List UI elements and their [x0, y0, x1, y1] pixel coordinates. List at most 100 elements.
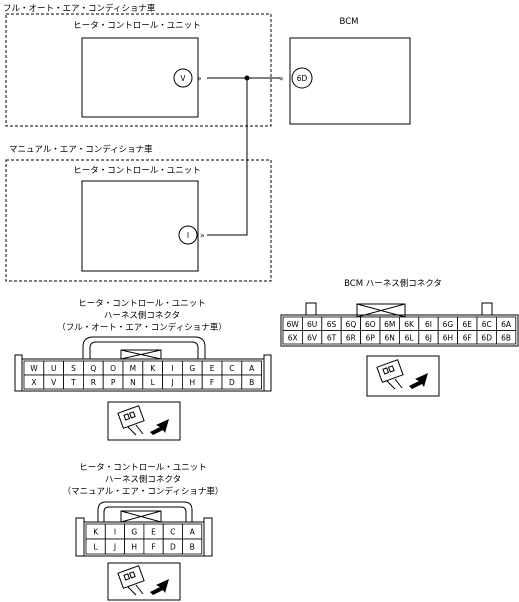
bcm-connector-viewbox: [366, 355, 440, 397]
manual-connector-title-line3: （マニュアル・エア・コンディショナ車）: [63, 486, 224, 497]
section-label-manual: マニュアル・エア・コンディショナ車: [9, 144, 153, 155]
heater-unit-full-box: [81, 37, 199, 118]
full_connector-pin-label: G: [189, 364, 195, 373]
heater-unit-manual-label: ヒータ・コントロール・ユニット: [73, 166, 201, 176]
full_connector-pin-label: H: [189, 378, 195, 387]
manual-connector-title: ヒータ・コントロール・ユニット ハーネス側コネクタ （マニュアル・エア・コンディ…: [63, 463, 224, 497]
bcm_connector-pin-label: 6U: [307, 320, 317, 329]
connector-view-icon-bcm: [376, 359, 428, 390]
manual_connector-pin-label: F: [151, 543, 155, 552]
full-connector-latch: [82, 336, 206, 359]
manual_connector-pin-label: A: [190, 528, 196, 537]
bcm_connector-pin-label: 6A: [501, 320, 512, 329]
bcm_connector-pin-label: 6B: [501, 333, 511, 342]
section-frame-manual: [5, 159, 272, 282]
bcm_connector-pin-label: 6P: [366, 333, 376, 342]
bcm_connector-pin-label: 6M: [384, 320, 395, 329]
manual-connector-latch-inner: [103, 506, 187, 522]
bcm-connector-tab-left: [305, 302, 317, 316]
terminal-v-label: V: [180, 74, 186, 83]
full_connector-pin-label: P: [111, 378, 116, 387]
full_connector-pin-label: D: [229, 378, 235, 387]
full-connector-side-left: [14, 354, 23, 392]
full-connector-title-line1: ヒータ・コントロール・ユニット: [78, 299, 206, 309]
bcm-connector-tab-right: [481, 302, 493, 316]
full-connector-side-right: [263, 354, 272, 392]
manual-connector-title-line2: ハーネス側コネクタ: [105, 474, 181, 485]
bcm_connector-pin-label: 6L: [405, 333, 415, 342]
manual-connector-body: [83, 521, 205, 557]
full_connector-pin-label: F: [210, 378, 214, 387]
full_connector-pin-label: U: [51, 364, 57, 373]
manual-connector-title-line1: ヒータ・コントロール・ユニット: [79, 463, 207, 473]
bcm_connector-pin-cell: [495, 330, 517, 345]
full-connector-key-x2: [120, 349, 162, 360]
full-connector-viewbox: [107, 401, 181, 441]
bcm_connector-pin-label: 6S: [327, 320, 337, 329]
full_connector-pin-label: A: [249, 364, 255, 373]
manual-connector-side-right: [203, 517, 213, 557]
full_connector-pin-label: C: [229, 364, 234, 373]
manual-connector-side-left: [75, 517, 85, 557]
full_connector-pin-label: O: [110, 364, 116, 373]
full-connector-title: ヒータ・コントロール・ユニット ハーネス側コネクタ （フル・オート・エア・コンデ…: [57, 299, 226, 333]
full_connector-pin-label: J: [170, 378, 173, 387]
bcm_connector-pin-label: 6R: [346, 333, 356, 342]
full_connector-pin-label: W: [30, 364, 38, 373]
full_connector-pin-label: N: [130, 378, 136, 387]
bcm_connector-pin-label: 6F: [463, 333, 472, 342]
full-connector-body: [21, 358, 265, 392]
full_connector-pin-label: V: [51, 378, 57, 387]
terminal-6d: [291, 67, 313, 89]
manual_connector-pin-cell: [182, 538, 203, 555]
terminal-6d-label: 6D: [297, 74, 308, 83]
connector-view-icon-manual: [117, 565, 169, 596]
terminal-i-label: I: [187, 231, 189, 240]
heater-unit-manual-box: [81, 180, 199, 272]
full-connector-latch-inner: [89, 341, 199, 359]
full_connector-pin-cell: [241, 374, 263, 390]
bcm-connector-body: [280, 314, 519, 347]
bcm-box: [289, 37, 411, 125]
bcm_connector-pin-label: 6T: [327, 333, 337, 342]
wire-junction-to-i: [207, 78, 248, 236]
bcm-label: BCM: [340, 17, 359, 27]
full_connector-pin-label: I: [171, 364, 173, 373]
manual_connector-pin-label: E: [151, 528, 156, 537]
connector-view-icon-full: [117, 405, 169, 436]
manual_connector-pin-label: G: [131, 528, 137, 537]
full_connector-pin-label: T: [70, 378, 76, 387]
full_connector-pin-label: L: [151, 378, 156, 387]
full_connector-pin-label: X: [31, 378, 36, 387]
full_connector-pin-label: B: [249, 378, 254, 387]
full_connector-pin-label: S: [71, 364, 76, 373]
bcm_connector-pin-label: 6O: [365, 320, 376, 329]
full_connector-pin-label: M: [130, 364, 136, 373]
bcm_connector-pin-label: 6X: [288, 333, 298, 342]
bcm_connector-pin-label: 6C: [482, 320, 492, 329]
wire-mark-i: »: [200, 231, 205, 240]
terminal-i: [178, 225, 198, 245]
section-label-full-auto: フル・オート・エア・コンディショナ車: [3, 3, 156, 14]
manual-connector-viewbox: [107, 562, 181, 601]
bcm_connector-pin-label: 6D: [481, 333, 492, 342]
manual_connector-pin-label: C: [170, 528, 175, 537]
manual-connector-key-x2: [120, 510, 162, 523]
bcm_connector-pin-label: 6W: [287, 320, 300, 329]
manual_connector-pin-label: B: [190, 543, 195, 552]
bcm_connector-pin-label: 6H: [443, 333, 453, 342]
section-frame-full-auto: [5, 13, 272, 127]
manual_connector-pin-label: L: [94, 543, 99, 552]
full-connector-title-line3: （フル・オート・エア・コンディショナ車）: [57, 322, 226, 333]
full_connector-pin-label: R: [91, 378, 96, 387]
full_connector-pin-label: K: [150, 364, 156, 373]
manual_connector-pin-label: H: [131, 543, 137, 552]
bcm_connector-pin-label: 6I: [425, 320, 432, 329]
terminal-v: [173, 68, 193, 88]
bcm_connector-pin-label: 6V: [307, 333, 318, 342]
